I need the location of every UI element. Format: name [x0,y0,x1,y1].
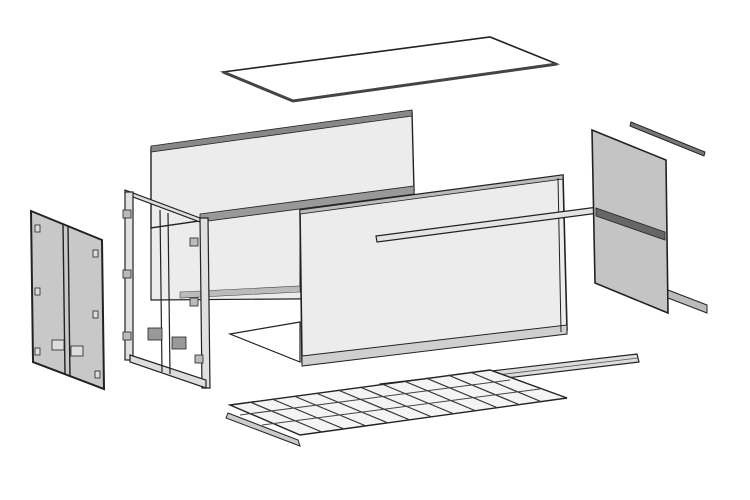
corner-rail-small [629,121,706,157]
end-wall [591,128,669,315]
end-bottom-rail [667,289,708,314]
door-frame [122,189,211,389]
doors [29,209,106,391]
roof-panel [219,36,561,103]
floor-base-frame [225,369,568,447]
floor-sheet [227,321,301,363]
